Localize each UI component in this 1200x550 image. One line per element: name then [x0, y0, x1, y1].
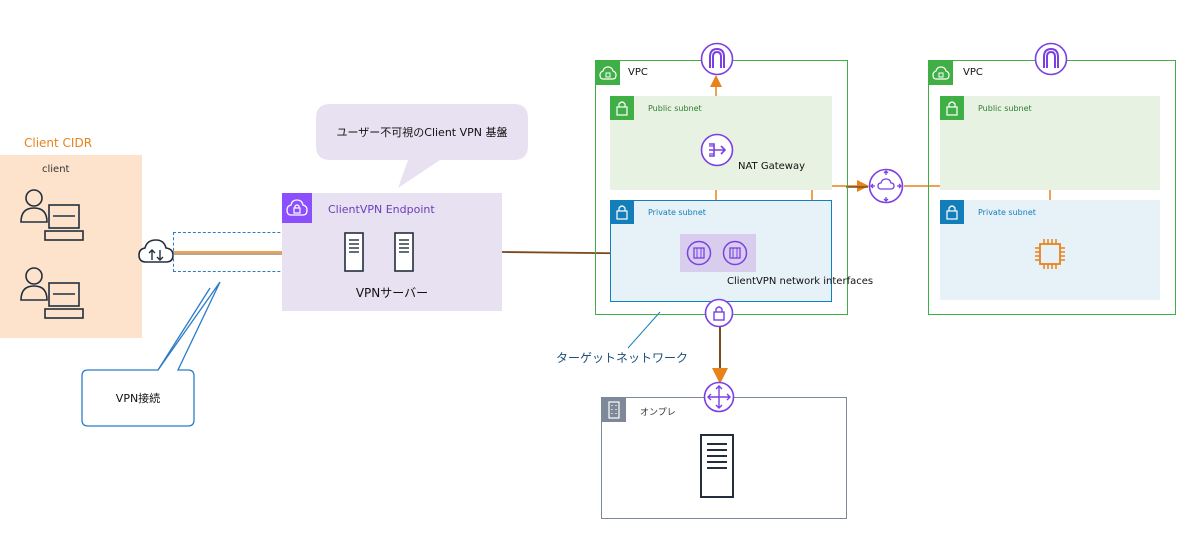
lock-icon [610, 96, 634, 120]
vpc-2-label: VPC [963, 67, 983, 78]
endpoint-label: ClientVPN Endpoint [328, 203, 435, 216]
client-cidr-title: Client CIDR [24, 136, 93, 150]
laptop-icon [44, 282, 84, 319]
nat-gateway-icon [700, 133, 734, 167]
server-icon [700, 434, 734, 498]
nat-gateway-label: NAT Gateway [738, 161, 806, 172]
invisible-infra-text: ユーザー不可視のClient VPN 基盤 [336, 126, 508, 139]
lock-icon [940, 96, 964, 120]
network-interface-icon [686, 240, 712, 266]
vpc-cloud-lock-icon [929, 61, 953, 85]
vpn-callout [81, 281, 221, 427]
eni-group [680, 234, 756, 272]
internet-gateway-icon [700, 42, 734, 76]
user-icon [20, 189, 48, 223]
cloud-upload-download-icon [138, 239, 174, 263]
corporate-building-icon [602, 398, 626, 422]
vpn-gateway-icon [704, 298, 734, 328]
vpc-2-private-subnet-label: Private subnet [978, 208, 1036, 217]
laptop-icon [44, 204, 84, 241]
vpc-1-private-subnet-label: Private subnet [648, 208, 706, 217]
target-network-pointer [627, 311, 661, 349]
direct-connect-icon [703, 381, 735, 413]
vpc-cloud-lock-icon [596, 61, 620, 85]
client-cidr-group: client [0, 155, 142, 338]
target-network-label: ターゲットネットワーク [556, 351, 689, 365]
ec2-instance-icon [1035, 239, 1065, 269]
client-group-label: client [42, 164, 70, 175]
client-computer-2 [20, 267, 84, 319]
lock-icon [610, 200, 634, 224]
transit-router-icon [868, 168, 904, 204]
lock-icon [940, 200, 964, 224]
vpc-2-private-subnet [940, 200, 1160, 300]
internet-gateway-icon [1034, 42, 1068, 76]
network-interface-icon [722, 240, 748, 266]
vpc-2-public-subnet [940, 96, 1160, 190]
user-icon [20, 267, 48, 301]
vpc-2-public-subnet-label: Public subnet [978, 104, 1032, 113]
server-icon [344, 232, 364, 272]
vpn-callout-text: VPN接続 [115, 392, 161, 405]
vpc-1-public-subnet-label: Public subnet [648, 104, 702, 113]
server-icon [394, 232, 414, 272]
onprem-label: オンプレ [640, 408, 676, 418]
vpc-1-label: VPC [628, 67, 648, 78]
invisible-infra-bubble [316, 104, 528, 188]
clientvpn-endpoint-group [282, 193, 502, 311]
vpc-cloud-lock-icon [282, 193, 312, 223]
vpn-server-label: VPNサーバー [355, 286, 429, 300]
client-computer-1 [20, 189, 84, 241]
eni-label: ClientVPN network interfaces [727, 276, 874, 287]
